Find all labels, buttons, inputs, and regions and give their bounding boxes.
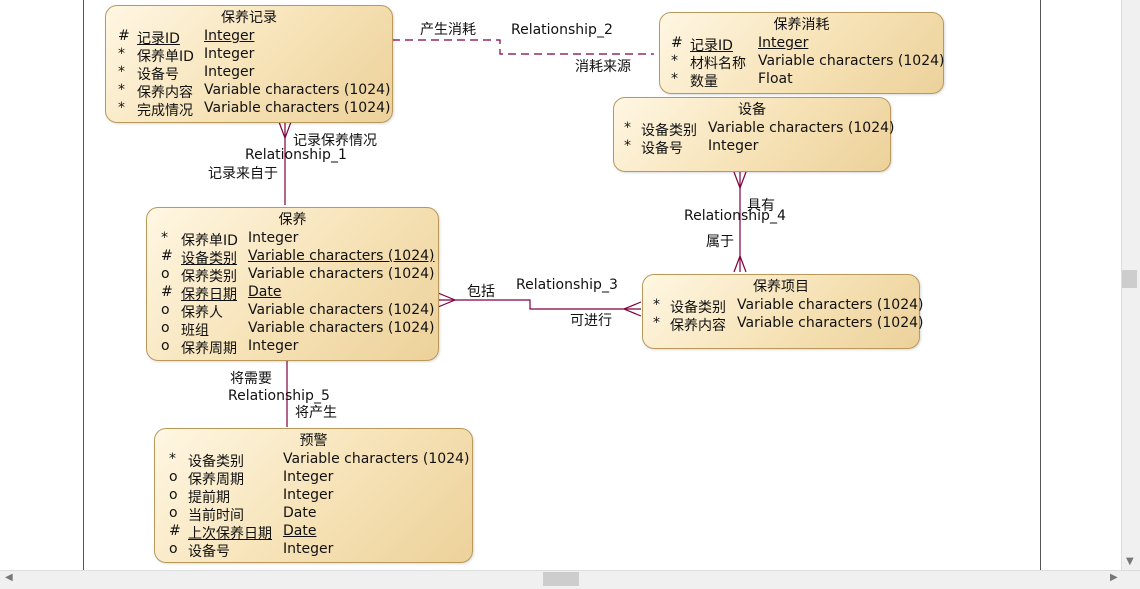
page-border-left <box>83 0 84 570</box>
relationship-5-role-b: 将产生 <box>295 405 337 421</box>
relationship-2-line <box>392 39 654 55</box>
entity-title: 保养项目 <box>753 279 809 295</box>
relationship-4-name[interactable]: Relationship_4 <box>684 208 786 224</box>
relationship-4-role-b: 属于 <box>706 234 734 250</box>
relationship-4-crowfoot-top <box>733 171 747 190</box>
relationship-3-line <box>438 299 641 310</box>
relationship-3-role-b: 可进行 <box>570 313 612 329</box>
relationship-3-role-a: 包括 <box>467 284 495 300</box>
scroll-left-arrow-icon[interactable]: ◀ <box>5 572 13 583</box>
relationship-5-name[interactable]: Relationship_5 <box>228 388 330 404</box>
relationship-3-crowfoot-left <box>437 292 457 308</box>
entity-title: 保养消耗 <box>773 17 830 33</box>
vertical-scrollbar-thumb[interactable] <box>1122 270 1137 288</box>
relationship-2-role-b: 消耗来源 <box>575 59 631 75</box>
relationship-4-crowfoot-bottom <box>733 254 747 273</box>
relationship-3-name[interactable]: Relationship_3 <box>516 277 618 293</box>
relationship-1-name[interactable]: Relationship_1 <box>245 147 347 163</box>
scroll-down-arrow-icon[interactable]: ▼ <box>1126 556 1134 567</box>
relationship-3-crowfoot-right <box>622 301 642 317</box>
relationship-2-name[interactable]: Relationship_2 <box>511 22 613 38</box>
page-border-right <box>1040 0 1041 570</box>
horizontal-scrollbar-thumb[interactable] <box>543 572 579 586</box>
relationship-4-role-a: 具有 <box>747 198 775 214</box>
relationship-5-role-a: 将需要 <box>230 371 272 387</box>
entity-title: 预警 <box>299 433 328 449</box>
entity-title: 设备 <box>738 102 766 118</box>
entity-title: 保养记录 <box>221 10 277 26</box>
entity-title: 保养 <box>278 212 307 228</box>
relationship-2-role-a: 产生消耗 <box>420 22 476 38</box>
relationship-1-crowfoot <box>278 121 292 140</box>
relationship-1-role-b: 记录来自于 <box>208 166 278 182</box>
scroll-right-arrow-icon[interactable]: ▶ <box>1110 572 1118 583</box>
relationship-1-role-a: 记录保养情况 <box>293 133 377 149</box>
